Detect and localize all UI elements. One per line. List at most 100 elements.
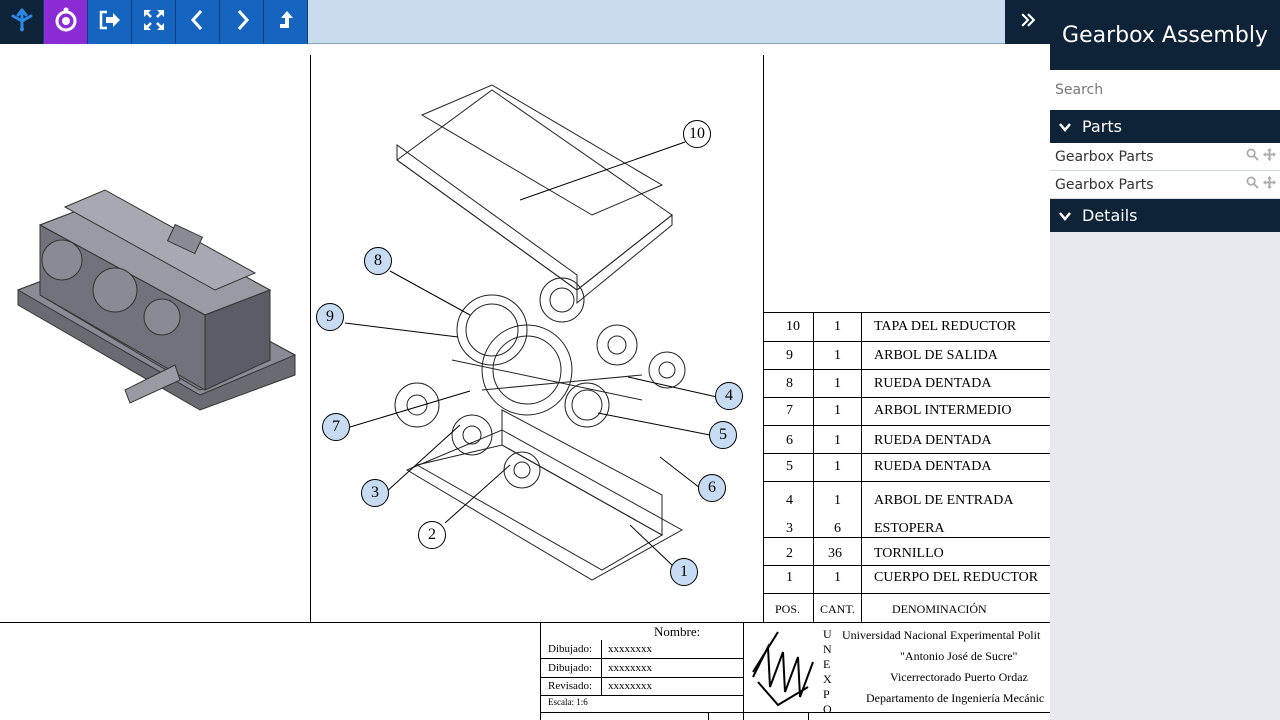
unexpo-letter: E: [823, 657, 831, 671]
section-parts-label: Parts: [1082, 117, 1122, 136]
exit-button[interactable]: [88, 0, 132, 44]
move-icon[interactable]: [1263, 148, 1276, 165]
unexpo-letter: N: [823, 642, 832, 656]
parts-table-denom: RUEDA DENTADA: [874, 459, 992, 474]
sidebar-title: Gearbox Assembly: [1050, 0, 1280, 70]
unexpo-letter: P: [823, 687, 830, 701]
parts-table-cant: 1: [834, 319, 841, 334]
next-button[interactable]: [220, 0, 264, 44]
parts-list-item[interactable]: Gearbox Parts: [1050, 171, 1280, 199]
parts-table-denom: RUEDA DENTADA: [874, 376, 992, 391]
collapse-sidebar-button[interactable]: [1005, 0, 1050, 44]
magnifier-icon[interactable]: [1246, 176, 1259, 193]
toolbar: [0, 0, 1050, 44]
titleblock-value: xxxxxxxx: [608, 680, 652, 692]
titleblock-line: [540, 622, 541, 720]
parts-table-denom: ARBOL DE SALIDA: [874, 348, 998, 363]
university-line: "Antonio José de Sucre": [900, 649, 1018, 663]
parts-table-cant: 1: [834, 493, 841, 508]
parts-table-pos: 4: [786, 493, 793, 508]
titleblock-line: [540, 712, 1050, 713]
fullscreen-button[interactable]: [132, 0, 176, 44]
table-line: [763, 537, 1050, 538]
search-field: [1050, 70, 1280, 110]
parts-table-cant: 1: [834, 459, 841, 474]
titleblock-line: [540, 658, 743, 659]
callout-balloon: 8: [364, 247, 392, 275]
parts-table-pos: 7: [786, 403, 793, 418]
expand-arrows-icon: [141, 7, 167, 37]
university-line: Vicerrectorado Puerto Ordaz: [890, 670, 1028, 684]
frame-line: [310, 55, 311, 623]
unexpo-letter: O: [823, 702, 832, 716]
parts-table-cant: 1: [834, 403, 841, 418]
leader-lines: [344, 141, 718, 566]
table-line: [763, 565, 1050, 566]
parts-table-pos: 1: [786, 570, 793, 585]
titleblock-value: xxxxxxxx: [608, 662, 652, 674]
titleblock-label: Revisado:: [548, 680, 592, 692]
search-input[interactable]: [1055, 82, 1275, 98]
previous-button[interactable]: [176, 0, 220, 44]
sidebar: Gearbox Assembly Parts Gearbox Parts Gea…: [1050, 0, 1280, 720]
parts-table-denom: RUEDA DENTADA: [874, 433, 992, 448]
parts-table-cant: 1: [834, 376, 841, 391]
parts-table-pos: 3: [786, 521, 793, 536]
chevron-right-icon: [229, 7, 255, 37]
titleblock-line: [708, 712, 709, 720]
table-line: [763, 453, 1050, 454]
parts-table-pos: 8: [786, 376, 793, 391]
titleblock-line: [743, 622, 744, 720]
parts-table-pos: 6: [786, 433, 793, 448]
parts-table-cant: 1: [834, 433, 841, 448]
callout-balloon: 6: [698, 474, 726, 502]
parts-table-denom: ARBOL INTERMEDIO: [874, 403, 1012, 418]
callout-balloon: 4: [715, 382, 743, 410]
double-chevron-right-icon: [1018, 10, 1038, 34]
unexpo-letter: X: [823, 672, 832, 686]
app-logo-button[interactable]: [44, 0, 88, 44]
section-parts[interactable]: Parts: [1050, 110, 1280, 143]
parts-list-item[interactable]: Gearbox Parts: [1050, 143, 1280, 171]
section-details[interactable]: Details: [1050, 199, 1280, 232]
titleblock-value: xxxxxxxx: [608, 643, 652, 655]
magnifier-icon[interactable]: [1246, 148, 1259, 165]
move-icon[interactable]: [1263, 176, 1276, 193]
callout-balloon: 5: [709, 421, 737, 449]
logo-icon: [53, 7, 79, 37]
table-header-cant: CANT.: [820, 602, 855, 616]
titleblock-line: [540, 695, 743, 696]
table-line: [763, 593, 1050, 594]
unexpo-logo: [752, 631, 814, 707]
table-line: [763, 397, 1050, 398]
home-button[interactable]: [0, 0, 44, 44]
parts-table-pos: 10: [786, 319, 800, 334]
parts-list-item-label: Gearbox Parts: [1055, 176, 1154, 193]
home-arrows-icon: [9, 7, 35, 37]
unexpo-letter: U: [823, 627, 832, 641]
table-line: [763, 425, 1050, 426]
up-button[interactable]: [264, 0, 308, 44]
titleblock-line: [540, 677, 743, 678]
chevron-down-icon: [1058, 120, 1072, 134]
table-header-denom: DENOMINACIÓN: [892, 602, 987, 616]
parts-list-item-label: Gearbox Parts: [1055, 148, 1154, 165]
parts-table-pos: 5: [786, 459, 793, 474]
callout-balloon: 10: [683, 120, 711, 148]
table-header-pos: POS.: [775, 602, 801, 616]
parts-table-pos: 2: [786, 546, 793, 561]
table-line: [813, 312, 814, 623]
parts-table-denom: TAPA DEL REDUCTOR: [874, 319, 1017, 334]
parts-table-cant: 6: [834, 521, 841, 536]
table-line: [763, 369, 1050, 370]
titleblock-label: Dibujado:: [548, 662, 592, 674]
exploded-view-drawing: [394, 84, 686, 581]
exit-icon: [97, 7, 123, 37]
parts-table-cant: 1: [834, 348, 841, 363]
parts-table-denom: ESTOPERA: [874, 521, 945, 536]
callout-balloon: 9: [316, 303, 344, 331]
frame-line: [763, 55, 764, 623]
chevron-down-icon: [1058, 209, 1072, 223]
